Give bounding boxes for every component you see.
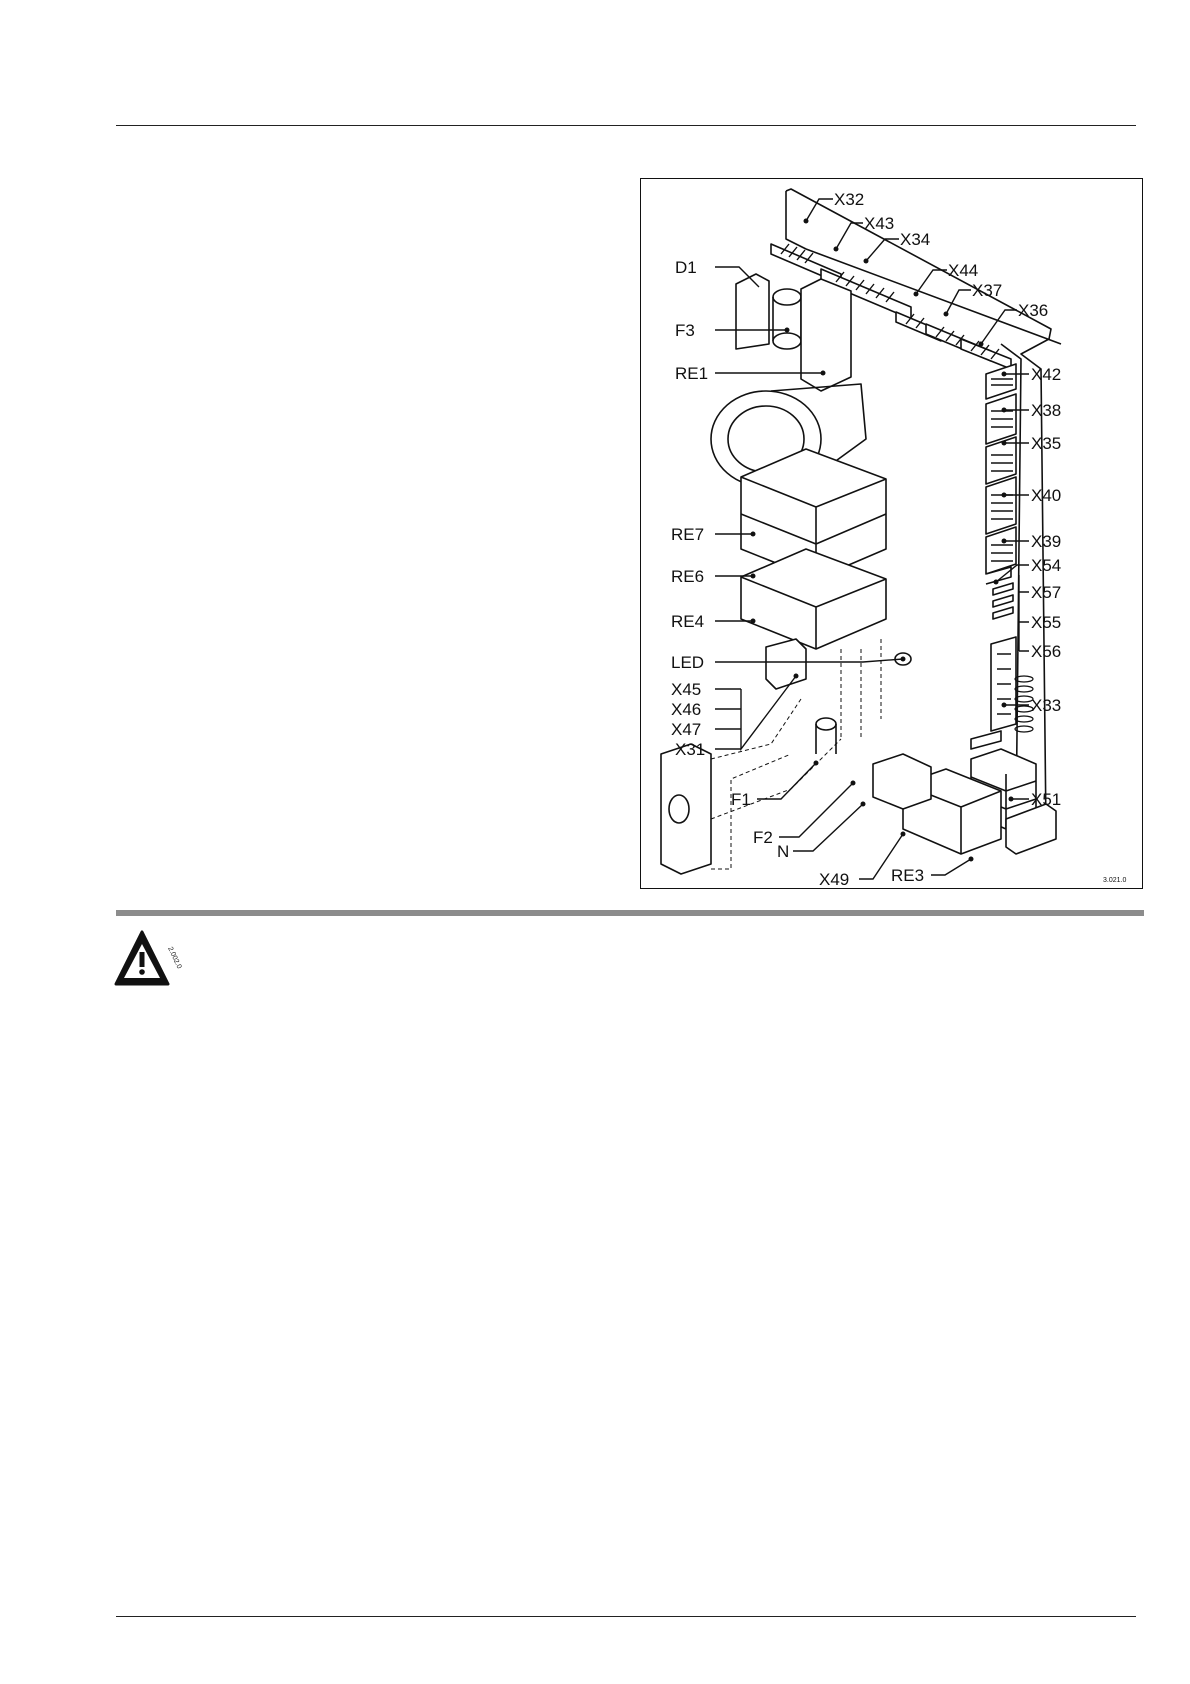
warning-triangle-icon: 2.002.0 <box>114 928 186 990</box>
label-re4: RE4 <box>671 612 704 631</box>
label-f3: F3 <box>675 321 695 340</box>
footer-rule <box>116 1616 1136 1617</box>
label-led: LED <box>671 653 704 672</box>
label-x38: X38 <box>1031 401 1061 420</box>
label-x32: X32 <box>834 190 864 209</box>
figure-id-code: 3.021.0 <box>1103 877 1126 884</box>
label-x44: X44 <box>948 261 978 280</box>
label-f2: F2 <box>753 828 773 847</box>
label-re1: RE1 <box>675 364 708 383</box>
label-x49: X49 <box>819 870 849 889</box>
label-x35: X35 <box>1031 434 1061 453</box>
label-re6: RE6 <box>671 567 704 586</box>
circuit-board-figure: X32 X43 X34 X44 X37 X36 D1 F3 RE1 X42 X3… <box>640 178 1143 889</box>
label-f1: F1 <box>731 790 751 809</box>
label-x37: X37 <box>972 281 1002 300</box>
label-x43: X43 <box>864 214 894 233</box>
section-divider <box>116 910 1144 916</box>
label-x33: X33 <box>1031 696 1061 715</box>
warning-code: 2.002.0 <box>166 946 182 970</box>
label-x47: X47 <box>671 720 701 739</box>
label-x36: X36 <box>1018 301 1048 320</box>
header-rule <box>116 125 1136 126</box>
label-x56: X56 <box>1031 642 1061 661</box>
label-re7: RE7 <box>671 525 704 544</box>
label-x34: X34 <box>900 230 930 249</box>
label-x40: X40 <box>1031 486 1061 505</box>
label-x42: X42 <box>1031 365 1061 384</box>
label-x55: X55 <box>1031 613 1061 632</box>
label-d1: D1 <box>675 258 697 277</box>
label-x39: X39 <box>1031 532 1061 551</box>
label-re3: RE3 <box>891 866 924 885</box>
label-x31: X31 <box>675 740 705 759</box>
label-x51: X51 <box>1031 790 1061 809</box>
label-n: N <box>777 842 789 861</box>
label-x45: X45 <box>671 680 701 699</box>
label-x54: X54 <box>1031 556 1061 575</box>
label-x57: X57 <box>1031 583 1061 602</box>
label-x46: X46 <box>671 700 701 719</box>
